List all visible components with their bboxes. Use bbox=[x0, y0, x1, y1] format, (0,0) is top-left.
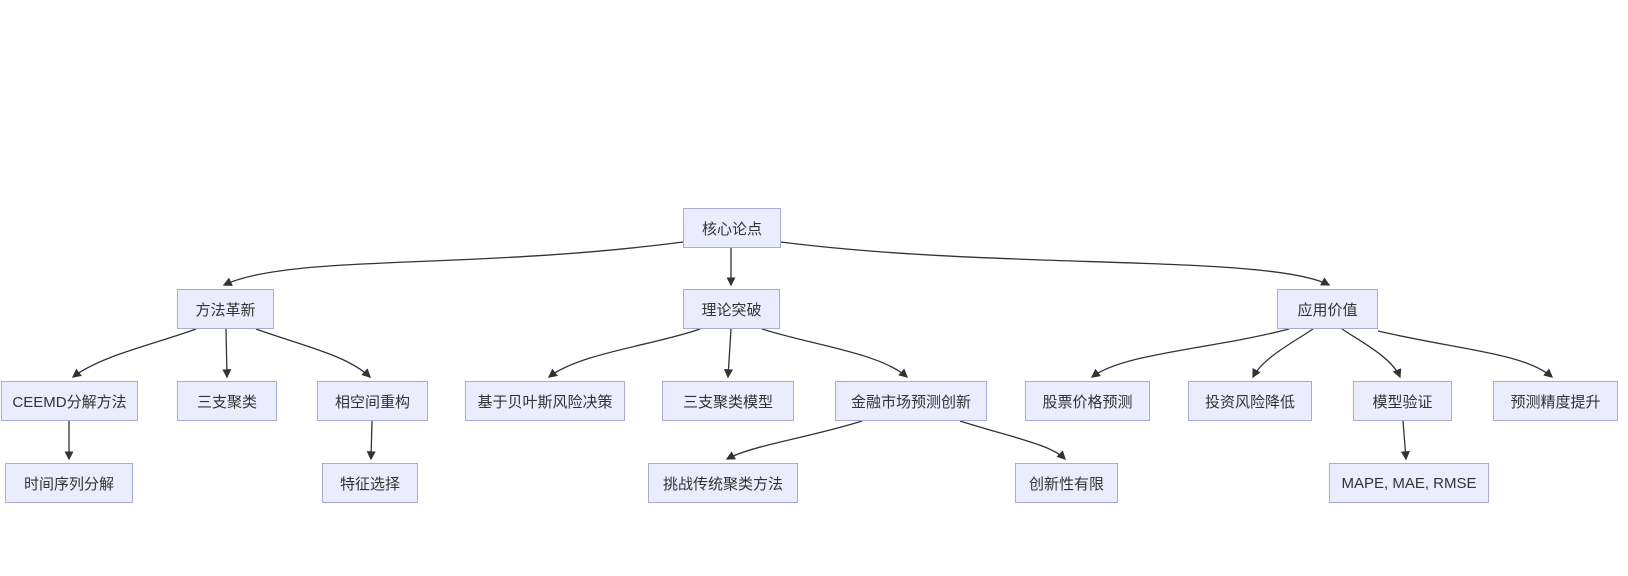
node-phase-space-reconstruction: 相空间重构 bbox=[317, 381, 428, 421]
edge-modelvalid-metrics bbox=[1400, 420, 1410, 461]
edge-method-phase bbox=[255, 328, 371, 378]
node-application-value: 应用价值 bbox=[1277, 289, 1378, 329]
edge-theory-bayes bbox=[547, 328, 701, 378]
node-financial-market-forecast-innovation: 金融市场预测创新 bbox=[835, 381, 987, 421]
node-stock-price-prediction: 股票价格预测 bbox=[1025, 381, 1150, 421]
node-method-innovation: 方法革新 bbox=[177, 289, 274, 329]
edge-theory-fininnov bbox=[761, 328, 909, 378]
edge-method-threeway bbox=[222, 328, 232, 379]
node-theory-breakthrough: 理论突破 bbox=[683, 289, 780, 329]
node-limited-novelty: 创新性有限 bbox=[1015, 463, 1118, 503]
edge-application-stock bbox=[1090, 328, 1290, 378]
edge-phase-feature bbox=[366, 420, 376, 461]
edge-theory-twcmodel bbox=[723, 328, 734, 379]
node-investment-risk-reduction: 投资风险降低 bbox=[1188, 381, 1312, 421]
node-evaluation-metrics: MAPE, MAE, RMSE bbox=[1329, 463, 1489, 503]
edge-application-risk bbox=[1252, 328, 1314, 379]
edge-application-modelvalid bbox=[1341, 328, 1402, 379]
edge-application-precision bbox=[1377, 330, 1554, 378]
node-feature-selection: 特征选择 bbox=[322, 463, 418, 503]
edge-method-ceemd bbox=[71, 328, 197, 378]
node-bayesian-risk-decision: 基于贝叶斯风险决策 bbox=[465, 381, 625, 421]
node-challenge-traditional-clustering: 挑战传统聚类方法 bbox=[648, 463, 798, 503]
node-forecast-precision-improvement: 预测精度提升 bbox=[1493, 381, 1618, 421]
node-model-validation: 模型验证 bbox=[1353, 381, 1452, 421]
edge-fininnov-limited bbox=[959, 420, 1066, 460]
node-time-series-decomposition: 时间序列分解 bbox=[5, 463, 133, 503]
edge-root-method bbox=[222, 241, 684, 286]
node-three-way-clustering: 三支聚类 bbox=[177, 381, 277, 421]
node-core-thesis: 核心论点 bbox=[683, 208, 781, 248]
node-ceemd-decomposition: CEEMD分解方法 bbox=[1, 381, 138, 421]
edge-fininnov-challenge bbox=[725, 420, 863, 460]
edge-root-application bbox=[780, 241, 1331, 286]
node-three-way-clustering-model: 三支聚类模型 bbox=[662, 381, 794, 421]
